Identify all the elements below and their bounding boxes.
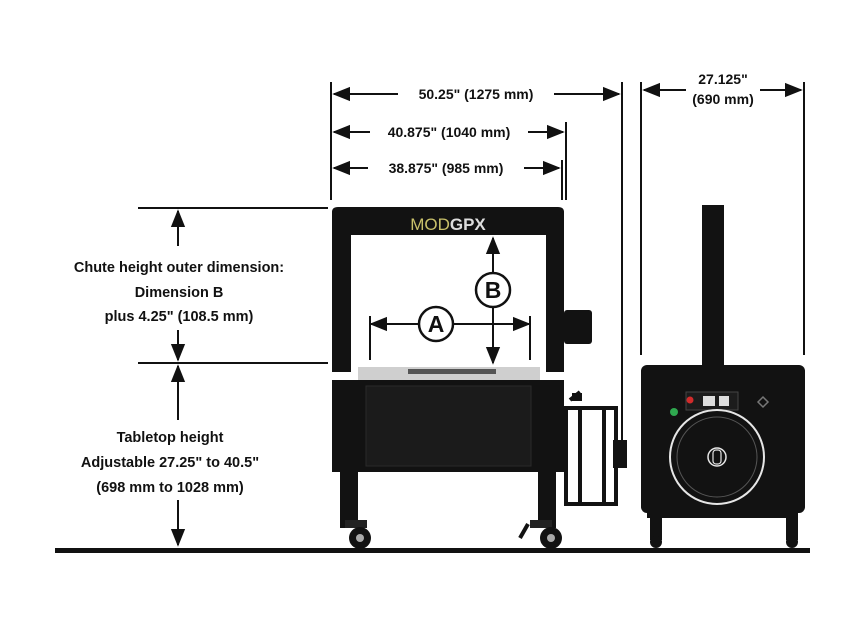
strapping-arch — [332, 207, 564, 372]
machine-front-view: MODGPX — [332, 207, 627, 549]
height-dimensions — [138, 207, 328, 547]
control-box — [564, 310, 592, 344]
svg-text:(698 mm to 1028 mm): (698 mm to 1028 mm) — [96, 480, 244, 496]
dimension-a-marker: A — [369, 305, 531, 360]
svg-text:Dimension B: Dimension B — [135, 285, 224, 301]
machine-side-view — [641, 205, 805, 548]
floor-line — [55, 548, 810, 553]
svg-text:Chute height outer dimension:: Chute height outer dimension: — [74, 260, 284, 276]
width-dimensions: 50.25" (1275 mm) 40.875" (1040 mm) 38.87… — [330, 82, 623, 440]
front-leg-left — [340, 470, 358, 528]
svg-text:Tabletop height: Tabletop height — [117, 430, 224, 446]
front-leg-right — [538, 470, 556, 528]
dimension-b-marker: B — [474, 236, 512, 365]
arch-column — [702, 205, 724, 370]
svg-text:B: B — [485, 277, 502, 303]
mid-width-label: 40.875" (1040 mm) — [388, 124, 511, 140]
depth-dimension: 27.125" (690 mm) — [640, 71, 805, 355]
indicator-red-icon — [686, 396, 694, 404]
tabletop-height-label: Tabletop height Adjustable 27.25" to 40.… — [81, 430, 259, 496]
inner-width-label: 38.875" (985 mm) — [389, 160, 504, 176]
strap-dispenser-frame — [564, 390, 618, 506]
overall-width-label: 50.25" (1275 mm) — [419, 86, 534, 102]
depth-label-inches: 27.125" — [698, 71, 747, 87]
brand-logo: MODGPX — [410, 215, 486, 234]
chute-height-label: Chute height outer dimension: Dimension … — [74, 260, 284, 325]
svg-text:plus 4.25" (108.5 mm): plus 4.25" (108.5 mm) — [105, 309, 254, 325]
depth-label-mm: (690 mm) — [692, 91, 753, 107]
svg-text:A: A — [428, 311, 445, 337]
svg-text:Adjustable 27.25" to 40.5": Adjustable 27.25" to 40.5" — [81, 455, 259, 471]
indicator-green-icon — [670, 408, 678, 416]
